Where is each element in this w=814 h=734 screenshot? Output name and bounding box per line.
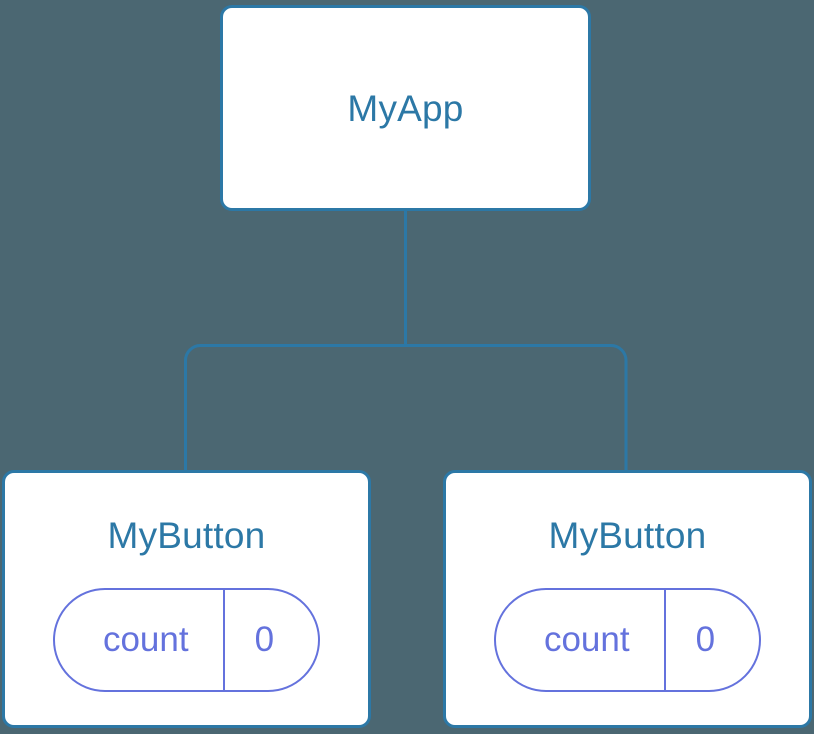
state-value-label: 0	[254, 620, 275, 659]
state-key-label: count	[102, 620, 189, 659]
node-myapp[interactable]: MyApp	[220, 5, 591, 211]
node-mybutton-left[interactable]: MyButton count 0	[2, 470, 371, 728]
state-badge[interactable]: count 0	[493, 588, 762, 692]
state-key-label: count	[543, 620, 630, 659]
state-value-label: 0	[695, 620, 716, 659]
state-divider	[222, 590, 225, 690]
edge-root-to-child-left	[184, 344, 406, 470]
state-badge[interactable]: count 0	[52, 588, 321, 692]
node-title: MyButton	[107, 515, 266, 556]
node-title: MyButton	[548, 515, 707, 556]
node-title: MyApp	[347, 87, 464, 129]
node-mybutton-right[interactable]: MyButton count 0	[443, 470, 812, 728]
state-divider	[663, 590, 666, 690]
edge-root-to-child-right	[405, 344, 628, 470]
